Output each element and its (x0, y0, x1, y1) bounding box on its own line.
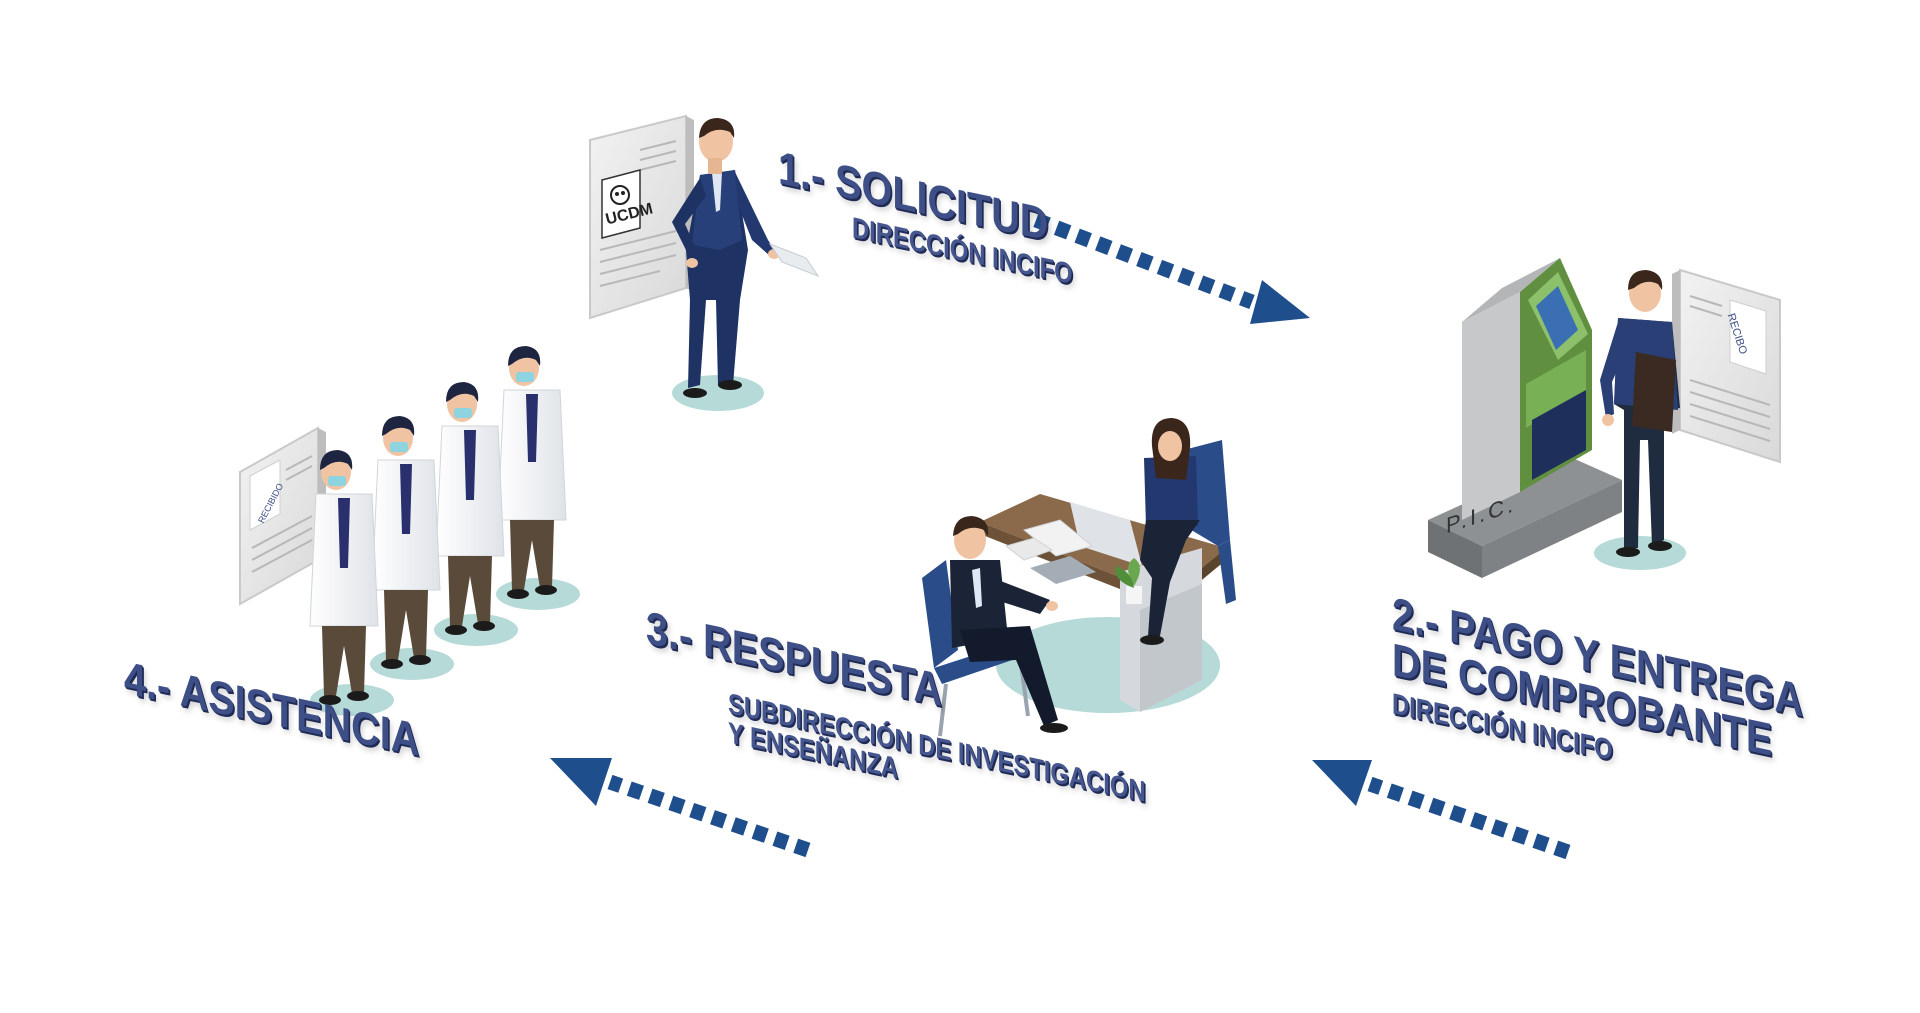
man-in-chair (922, 516, 1068, 737)
owl-logo-icon (610, 185, 630, 205)
certificate-document (589, 114, 694, 320)
doctor-figure (371, 416, 441, 669)
step4-illustration (239, 346, 580, 716)
doctor-figure (435, 382, 505, 635)
arrow-step2-to-step3 (1312, 760, 1571, 860)
receipt-document (1672, 268, 1781, 464)
man-in-suit (672, 118, 820, 398)
step3-illustration (922, 418, 1236, 737)
woman-at-desk (1140, 418, 1236, 645)
step1-illustration (589, 114, 820, 411)
man-with-folder (1600, 270, 1680, 557)
pic-kiosk (1428, 258, 1622, 578)
doctor-figure (309, 450, 379, 705)
arrow-step1-to-step2 (1033, 212, 1310, 324)
step2-illustration (1428, 258, 1781, 578)
arrow-step3-to-step4 (550, 758, 811, 858)
computer-monitor (1070, 502, 1142, 566)
doctor-figure (497, 346, 567, 599)
floor-disc (1594, 536, 1686, 570)
kiosk-screen (1536, 286, 1578, 350)
